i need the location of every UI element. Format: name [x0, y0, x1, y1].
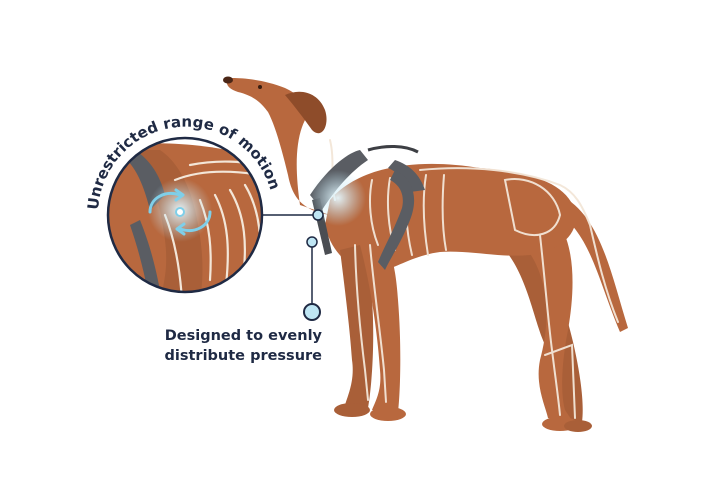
- dog-hind-leg-near: [520, 225, 575, 425]
- dog-paw: [564, 420, 592, 432]
- dog-paw: [334, 403, 370, 417]
- dog-ear: [285, 91, 327, 134]
- dog-eye: [258, 85, 262, 89]
- dog-paw: [370, 407, 406, 421]
- dog-front-leg-near: [360, 240, 401, 412]
- pressure-label-line-1: Designed to evenly: [164, 328, 322, 344]
- dog-nose: [223, 76, 233, 84]
- pressure-callout-label: Designed to evenly distribute pressure: [150, 326, 322, 366]
- pressure-anchor-dot: [306, 236, 318, 248]
- zoom-detail-circle: [106, 136, 264, 294]
- motion-arrows-icon: [148, 188, 212, 236]
- shoulder-joint-glow: [310, 170, 366, 226]
- pressure-callout-dot: [303, 303, 321, 321]
- pressure-label-line-2: distribute pressure: [164, 348, 322, 364]
- dog-hind-leg-far: [505, 248, 583, 422]
- dog-illustration: [223, 76, 628, 432]
- motion-callout-dot: [312, 209, 324, 221]
